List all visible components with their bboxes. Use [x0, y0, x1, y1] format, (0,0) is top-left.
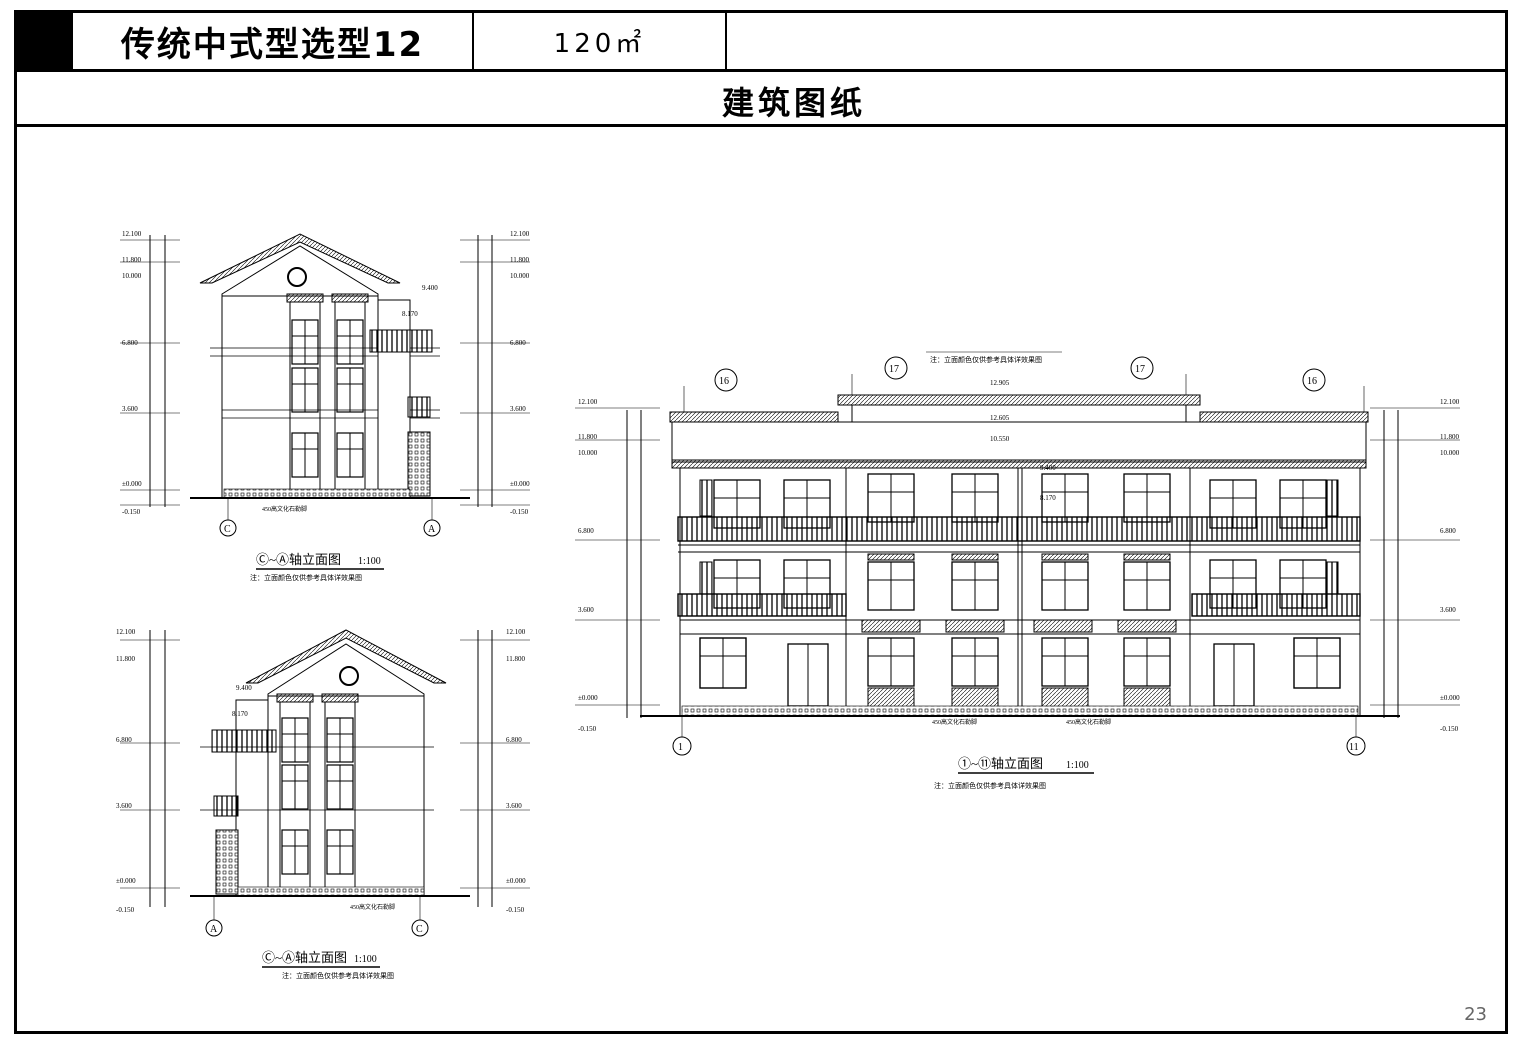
level-label: 12.905	[990, 379, 1010, 387]
elev-label: 12.100	[506, 628, 526, 636]
title-block-marker	[17, 13, 71, 69]
elev-label: 11.800	[506, 655, 525, 663]
drawing-note: 注：立面颜色仅供参考具体详效果图	[282, 971, 394, 980]
elev-label: 11.800	[510, 256, 529, 264]
top-note: 注：立面颜色仅供参考具体详效果图	[930, 355, 1042, 364]
callout-num: 16	[1307, 376, 1317, 387]
elev-label: 3.600	[506, 802, 522, 810]
elev-label: 10.000	[122, 272, 142, 280]
elev-label: 11.800	[578, 433, 597, 441]
elev-label: 12.100	[510, 230, 530, 238]
elev-label: ±0.000	[510, 480, 530, 488]
callout-num: 16	[719, 376, 729, 387]
sheet-title: 传统中式型选型12	[71, 13, 474, 69]
elev-label: ±0.000	[578, 694, 598, 702]
elev-label: -0.150	[510, 508, 529, 516]
elev-label: 10.000	[510, 272, 530, 280]
drawing-title: Ⓒ~Ⓐ轴立面图	[262, 950, 347, 965]
plinth-note: 450高文化石勒脚	[1066, 718, 1111, 726]
elev-label: ±0.000	[122, 480, 142, 488]
callout-num: 17	[1135, 364, 1145, 375]
elev-label: 3.600	[116, 802, 132, 810]
level-label: 8.170	[232, 710, 248, 718]
level-label: 8.170	[1040, 494, 1056, 502]
elev-label: ±0.000	[506, 877, 526, 885]
axis-label: C	[416, 924, 423, 935]
axis-label: 11	[1349, 742, 1359, 753]
axis-label: C	[224, 524, 231, 535]
drawing-scale: 1:100	[358, 556, 381, 567]
elev-label: 6.800	[578, 527, 594, 535]
drawing-note: 注：立面颜色仅供参考具体详效果图	[934, 781, 1046, 790]
axis-label: A	[210, 924, 218, 935]
elev-label: 11.800	[122, 256, 141, 264]
elev-label: -0.150	[116, 906, 135, 914]
title-block: 传统中式型选型12 120㎡	[17, 13, 1505, 72]
plinth-note: 450高文化石勒脚	[262, 505, 307, 513]
level-label: 9.400	[1040, 464, 1056, 472]
elev-label: ±0.000	[116, 877, 136, 885]
elev-label: 6.800	[116, 736, 132, 744]
level-label: 9.400	[422, 284, 438, 292]
axis-label: A	[428, 524, 436, 535]
elev-label: 6.800	[1440, 527, 1456, 535]
elev-label: -0.150	[122, 508, 141, 516]
elev-label: -0.150	[1440, 725, 1459, 733]
plinth-note: 450高文化石勒脚	[350, 903, 395, 911]
drawing-frame: 传统中式型选型12 120㎡ 建筑图纸 23	[14, 10, 1508, 1034]
level-label: 12.605	[990, 414, 1010, 422]
elev-label: 6.800	[122, 339, 138, 347]
sheet-area: 120㎡	[474, 13, 727, 69]
elev-label: 12.100	[116, 628, 136, 636]
drawing-note: 注：立面颜色仅供参考具体详效果图	[250, 573, 362, 582]
level-label: 9.400	[236, 684, 252, 692]
page-number: 23	[1464, 1004, 1487, 1025]
level-label: 10.550	[990, 435, 1010, 443]
elev-label: 11.800	[1440, 433, 1459, 441]
elev-label: 6.800	[510, 339, 526, 347]
section-header: 建筑图纸	[17, 72, 1505, 127]
elev-label: 6.800	[506, 736, 522, 744]
elev-label: 3.600	[510, 405, 526, 413]
elev-label: -0.150	[578, 725, 597, 733]
drawing-scale: 1:100	[1066, 760, 1089, 771]
elev-label: 12.100	[578, 398, 598, 406]
drawing-title: ①~⑪轴立面图	[958, 756, 1043, 771]
callout-num: 17	[889, 364, 899, 375]
elev-label: ±0.000	[1440, 694, 1460, 702]
elev-label: 12.100	[122, 230, 142, 238]
axis-label: 1	[678, 742, 683, 753]
elev-label: 12.100	[1440, 398, 1460, 406]
elev-label: 3.600	[578, 606, 594, 614]
elev-label: 3.600	[122, 405, 138, 413]
elevation-right: 12.100 11.800 10.000 6.800 3.600 ±0.000 …	[575, 351, 1460, 790]
elev-label: -0.150	[506, 906, 525, 914]
elev-label: 11.800	[116, 655, 135, 663]
drawing-scale: 1:100	[354, 954, 377, 965]
elevation-left-bottom: 12.100 11.800 6.800 3.600 ±0.000 -0.150 …	[116, 628, 530, 980]
elevation-left-top: 12.100 11.800 10.000 6.800 3.600 ±0.000 …	[120, 230, 530, 582]
section-title: 建筑图纸	[722, 84, 867, 122]
elev-label: 3.600	[1440, 606, 1456, 614]
drawing-title: Ⓒ~Ⓐ轴立面图	[256, 552, 341, 567]
level-label: 8.170	[402, 310, 418, 318]
elev-label: 10.000	[578, 449, 598, 457]
plinth-note: 450高文化石勒脚	[932, 718, 977, 726]
elev-label: 10.000	[1440, 449, 1460, 457]
